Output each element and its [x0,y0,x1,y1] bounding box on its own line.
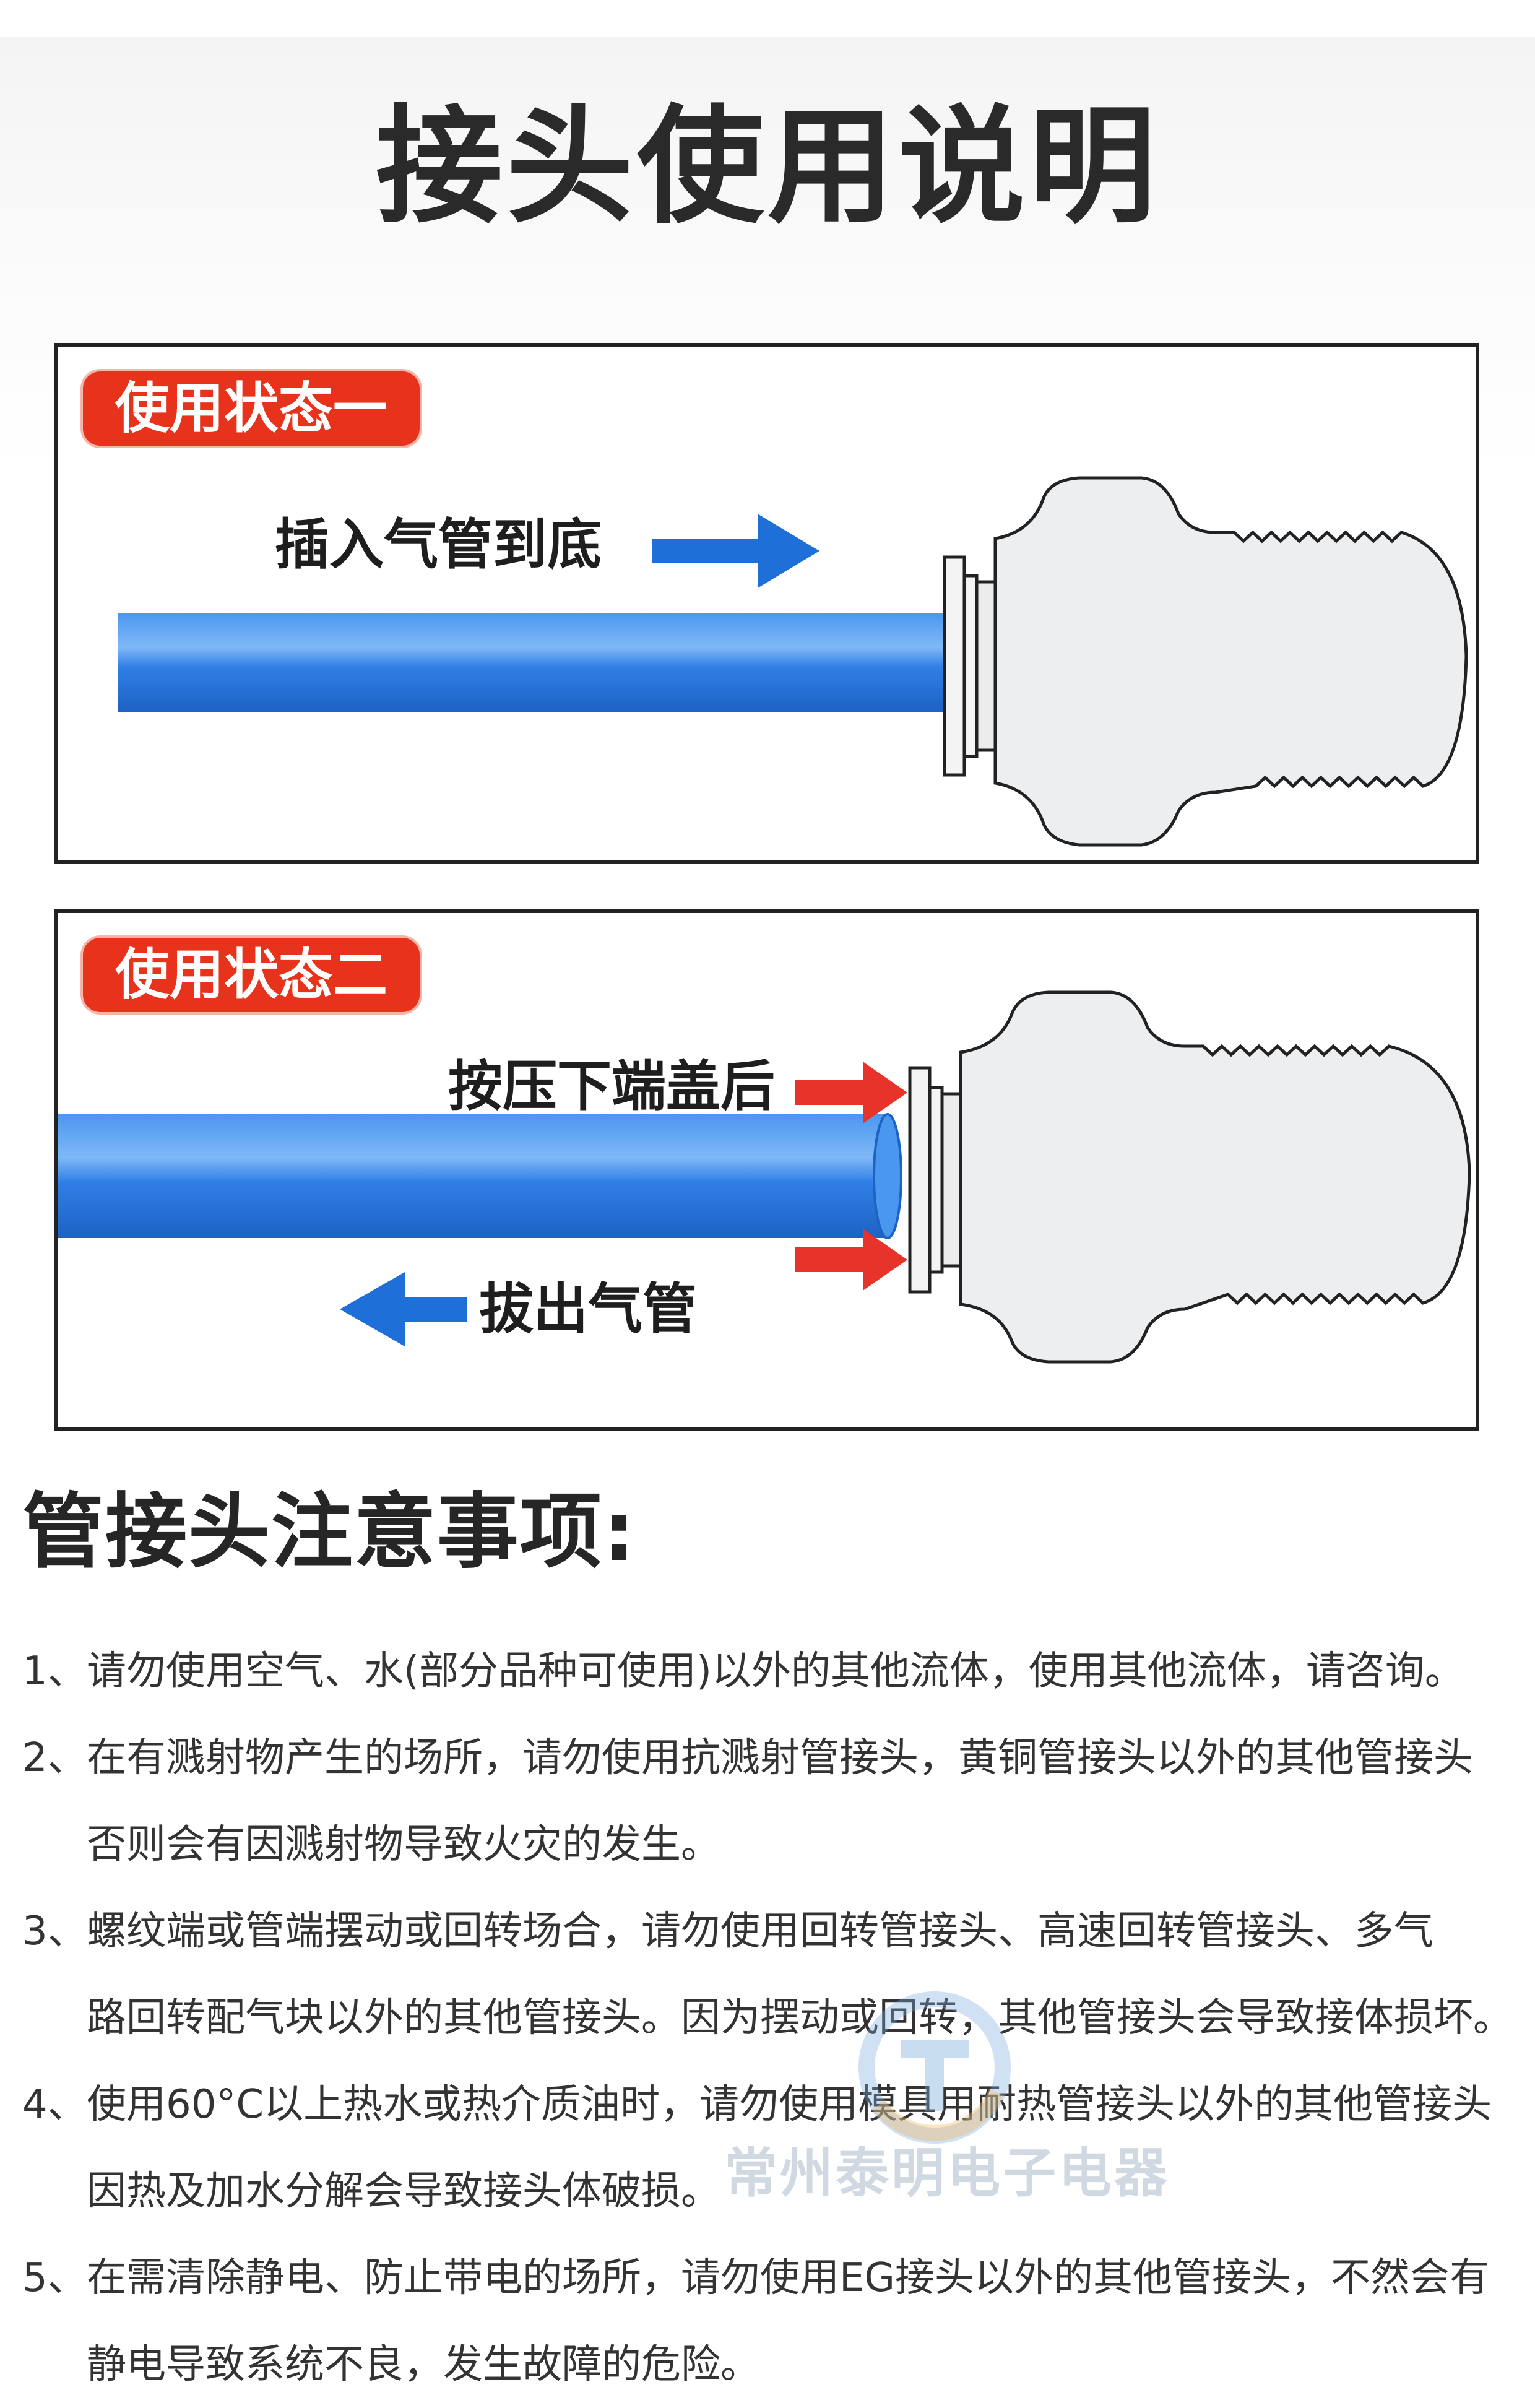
page-title: 接头使用说明 [376,93,1159,241]
usage-state-two-badge: 使用状态二 [83,938,420,1012]
usage-state-one-badge: 使用状态一 [83,371,420,446]
pull-tube-label: 拔出气管 [479,1277,698,1341]
air-tube [118,613,947,712]
note-number: 4、 [22,2082,87,2128]
air-tube [58,1114,888,1238]
note-text: 否则会有因溅射物导致火灾的发生。 [87,1822,720,1868]
push-in-diagram [118,476,1468,847]
pull-out-arrow-icon [340,1272,467,1346]
usage-state-one-panel: 使用状态一 插入气管到底 [54,343,1479,864]
note-text: 请勿使用空气、水(部分品种可使用)以外的其他流体，使用其他流体，请咨询。 [87,1648,1464,1694]
note-item-5: 5、在需清除静电、防止带电的场所，请勿使用EG接头以外的其他管接头，不然会有 静… [22,2235,1520,2408]
watermark-text: 常州泰明电子电器 [724,2142,1170,2204]
fitting-body [959,990,1471,1364]
note-number: 1、 [22,1648,87,1694]
note-number: 2、 [22,1735,87,1781]
release-diagram [58,990,1471,1364]
note-text: 静电导致系统不良，发生故障的危险。 [87,2342,760,2388]
note-number: 5、 [22,2255,87,2301]
note-text: 在需清除静电、防止带电的场所，请勿使用EG接头以外的其他管接头，不然会有 [87,2255,1490,2301]
note-item-1: 1、请勿使用空气、水(部分品种可使用)以外的其他流体，使用其他流体，请咨询。 [22,1628,1520,1715]
notes-title: 管接头注意事项: [22,1484,637,1580]
note-item-3: 3、螺纹端或管端摆动或回转场合，请勿使用回转管接头、高速回转管接头、多气 路回转… [22,1888,1520,2061]
note-text: 在有溅射物产生的场所，请勿使用抗溅射管接头，黄铜管接头以外的其他管接头 [87,1735,1473,1781]
release-collar [908,1066,932,1294]
note-item-4: 4、使用60°C以上热水或热介质油时，请勿使用模具用耐热管接头以外的其他管接头 … [22,2061,1520,2235]
release-collar [943,555,966,777]
note-text: 因热及加水分解会导致接头体破损。 [87,2168,720,2214]
note-text: 使用60°C以上热水或热介质油时，请勿使用模具用耐热管接头以外的其他管接头 [87,2082,1492,2128]
tube-end [873,1113,902,1239]
insert-arrow-icon [652,514,819,588]
watermark-logo [858,1991,1011,2144]
press-arrow-top-icon [795,1062,907,1124]
press-cap-label: 按压下端盖后 [448,1054,776,1118]
note-text: 螺纹端或管端摆动或回转场合，请勿使用回转管接头、高速回转管接头、多气 [87,1908,1433,1954]
fitting-body [993,476,1468,847]
note-number: 3、 [22,1908,87,1954]
press-arrow-bottom-icon [795,1229,907,1291]
note-item-2: 2、在有溅射物产生的场所，请勿使用抗溅射管接头，黄铜管接头以外的其他管接头 否则… [22,1715,1520,1888]
note-text: 路回转配气块以外的其他管接头。因为摆动或回转，其他管接头会导致接体损坏。 [87,1995,1513,2041]
usage-state-two-panel: 使用状态二 按压下端盖后 拔出气管 [54,909,1479,1431]
insert-tube-label: 插入气管到底 [275,513,602,576]
